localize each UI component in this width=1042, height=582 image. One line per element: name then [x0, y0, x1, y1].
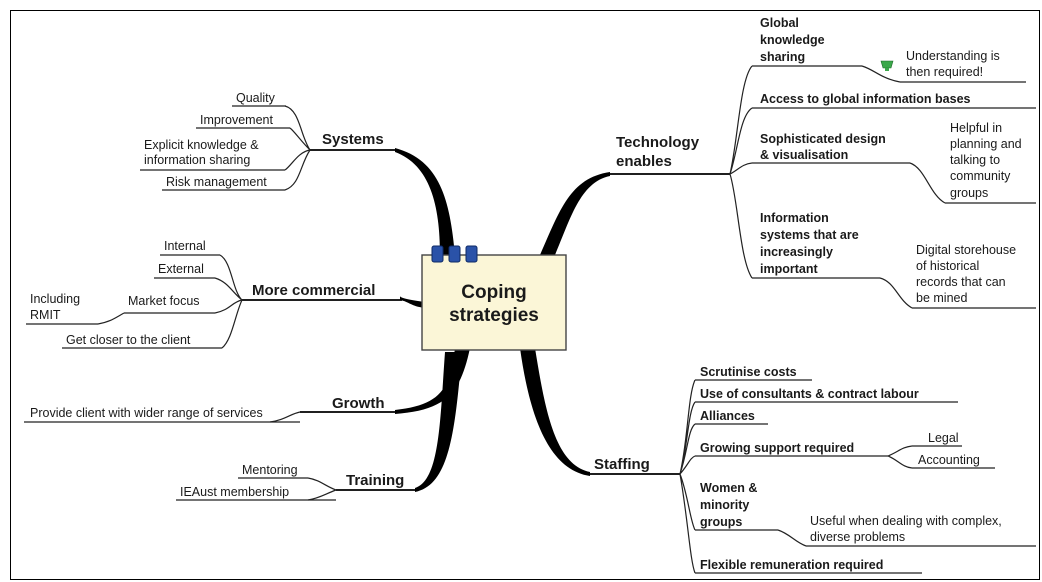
central-node[interactable] — [421, 254, 567, 351]
tech-note-helpful-line1[interactable]: Helpful in — [950, 121, 1002, 135]
topic-technology-line2[interactable]: enables — [616, 153, 672, 170]
branch-technology — [540, 172, 610, 255]
central-title-line1: Coping — [461, 282, 526, 303]
tech-item-infosys-line3[interactable]: increasingly — [760, 245, 833, 259]
tech-note-helpful-line3[interactable]: talking to — [950, 153, 1000, 167]
tech-item-infosys-line4[interactable]: important — [760, 262, 818, 276]
commercial-item-including-line2[interactable]: RMIT — [30, 308, 61, 322]
staffing-note-useful-line2[interactable]: diverse problems — [810, 530, 905, 544]
staffing-support-legal[interactable]: Legal — [928, 431, 959, 445]
binder-clip-icon — [465, 245, 478, 263]
topic-growth[interactable]: Growth — [332, 395, 385, 412]
branch-training — [415, 352, 462, 492]
commercial-item-external[interactable]: External — [158, 262, 204, 276]
staffing-item-support[interactable]: Growing support required — [700, 441, 854, 455]
staffing-item-women-line3[interactable]: groups — [700, 515, 742, 529]
tech-note-digital-line3[interactable]: records that can — [916, 275, 1006, 289]
binder-clip-icon — [431, 245, 444, 263]
tech-note-helpful-line4[interactable]: community — [950, 169, 1011, 183]
central-title-line2: strategies — [449, 305, 539, 326]
staffing-item-women-line2[interactable]: minority — [700, 498, 749, 512]
tech-note-digital-line4[interactable]: be mined — [916, 291, 967, 305]
tech-item-infosys-line1[interactable]: Information — [760, 211, 829, 225]
staffing-item-consultants[interactable]: Use of consultants & contract labour — [700, 387, 919, 401]
tech-item-access[interactable]: Access to global information bases — [760, 92, 971, 106]
diagram-frame — [10, 10, 1040, 580]
systems-item-risk[interactable]: Risk management — [166, 175, 267, 189]
binder-clip-icon — [448, 245, 461, 263]
branch-staffing — [520, 348, 590, 476]
tech-item-design-line1[interactable]: Sophisticated design — [760, 132, 886, 146]
tech-item-infosys-line2[interactable]: systems that are — [760, 228, 859, 242]
staffing-item-women-line1[interactable]: Women & — [700, 481, 757, 495]
staffing-item-flexible[interactable]: Flexible remuneration required — [700, 558, 883, 572]
commercial-item-including-line1[interactable]: Including — [30, 292, 80, 306]
tech-item-global-line3[interactable]: sharing — [760, 50, 805, 64]
training-item-mentoring[interactable]: Mentoring — [242, 463, 298, 477]
commercial-item-get-closer[interactable]: Get closer to the client — [66, 333, 191, 347]
tech-item-design-line2[interactable]: & visualisation — [760, 148, 848, 162]
staffing-note-useful-line1[interactable]: Useful when dealing with complex, — [810, 514, 1002, 528]
tech-note-helpful-line2[interactable]: planning and — [950, 137, 1022, 151]
tech-note-helpful-line5[interactable]: groups — [950, 186, 988, 200]
topic-training[interactable]: Training — [346, 472, 404, 489]
commercial-item-internal[interactable]: Internal — [164, 239, 206, 253]
systems-item-improvement[interactable]: Improvement — [200, 113, 273, 127]
systems-item-quality[interactable]: Quality — [236, 91, 276, 105]
topic-technology-line1[interactable]: Technology — [616, 134, 700, 151]
staffing-item-costs[interactable]: Scrutinise costs — [700, 365, 797, 379]
staffing-support-accounting[interactable]: Accounting — [918, 453, 980, 467]
systems-item-explicit-line1[interactable]: Explicit knowledge & — [144, 138, 259, 152]
topic-staffing[interactable]: Staffing — [594, 456, 650, 473]
systems-item-explicit-line2[interactable]: information sharing — [144, 153, 250, 167]
branch-systems — [395, 148, 455, 255]
tech-item-global-line2[interactable]: knowledge — [760, 33, 825, 47]
tech-note-digital-line1[interactable]: Digital storehouse — [916, 243, 1016, 257]
tech-note-digital-line2[interactable]: of historical — [916, 259, 979, 273]
growth-item-provide[interactable]: Provide client with wider range of servi… — [30, 406, 263, 420]
commercial-item-market-focus[interactable]: Market focus — [128, 294, 200, 308]
branch-commercial — [400, 296, 425, 308]
tech-note-understanding-line2[interactable]: then required! — [906, 65, 983, 79]
tech-item-global-line1[interactable]: Global — [760, 16, 799, 30]
topic-more-commercial[interactable]: More commercial — [252, 282, 375, 299]
topic-systems[interactable]: Systems — [322, 131, 384, 148]
tech-note-understanding-line1[interactable]: Understanding is — [906, 49, 1000, 63]
training-item-ieaust[interactable]: IEAust membership — [180, 485, 289, 499]
staffing-item-alliances[interactable]: Alliances — [700, 409, 755, 423]
trophy-icon — [880, 60, 894, 71]
